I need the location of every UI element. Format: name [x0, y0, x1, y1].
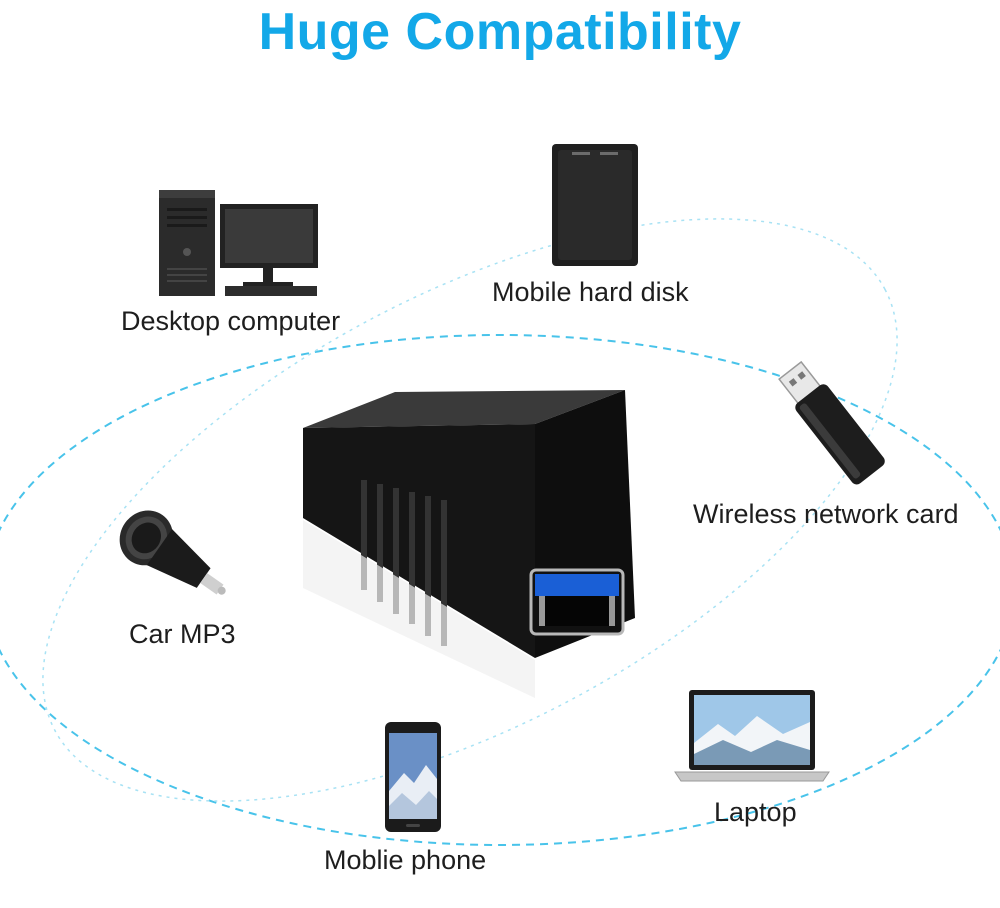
page-title: Huge Compatibility — [258, 3, 742, 61]
hard-disk-label: Mobile hard disk — [492, 277, 689, 307]
hard-disk-icon — [552, 144, 638, 266]
desktop-label: Desktop computer — [121, 306, 341, 336]
phone-icon — [385, 722, 441, 832]
phone-label: Moblie phone — [324, 845, 487, 875]
laptop-label: Laptop — [714, 797, 797, 827]
wireless-label: Wireless network card — [693, 499, 959, 529]
usb-coupler-icon — [303, 390, 635, 698]
usb-dongle-icon — [778, 360, 885, 485]
laptop-icon — [674, 690, 830, 782]
car-label: Car MP3 — [129, 619, 236, 649]
desktop-computer-icon — [159, 190, 318, 296]
car-charger-icon — [119, 510, 226, 595]
